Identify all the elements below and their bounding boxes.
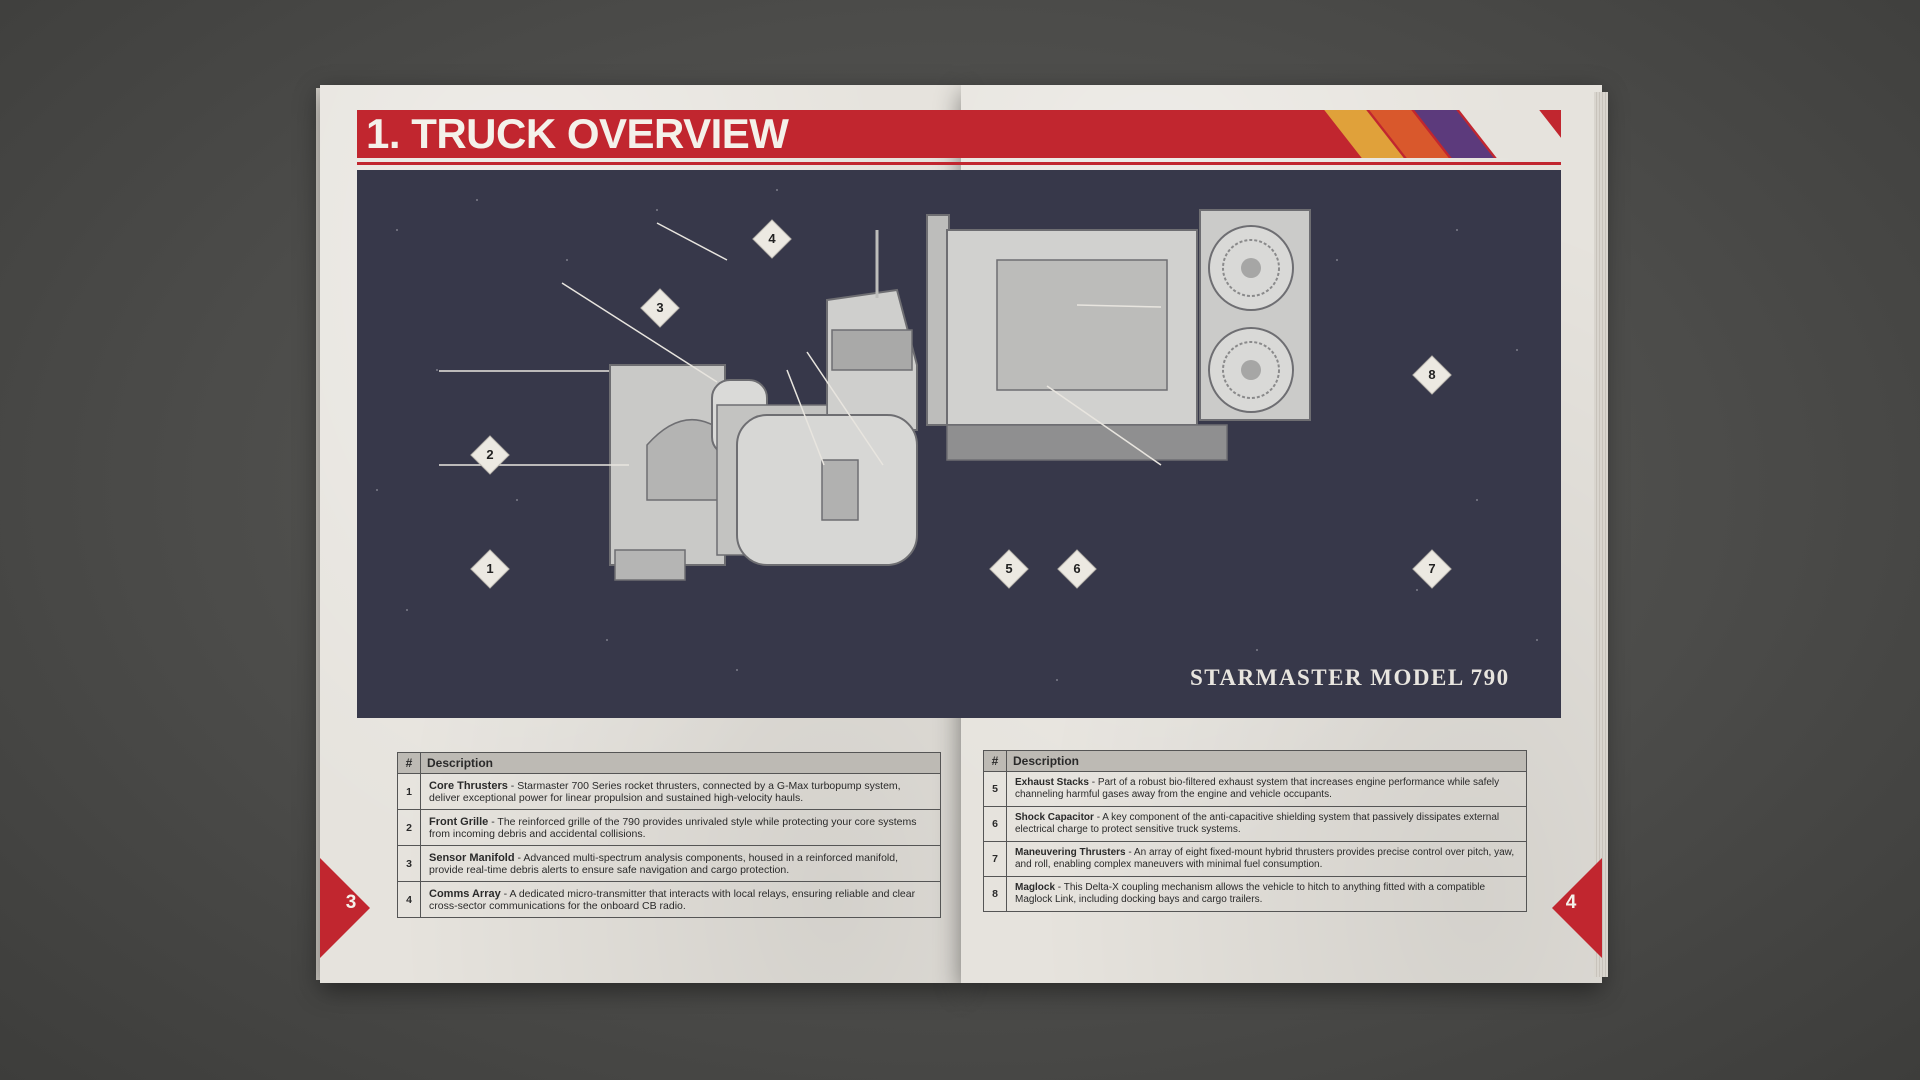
page-number-right: 4 (1565, 892, 1577, 913)
row-description: Sensor Manifold - Advanced multi-spectru… (420, 845, 941, 882)
callout-4: 4 (753, 220, 791, 258)
row-number: 5 (983, 771, 1007, 807)
table-header-number: # (983, 750, 1007, 772)
callout-3: 3 (641, 289, 679, 327)
diagram-panel (357, 170, 1561, 718)
table-row: 7 Maneuvering Thrusters - An array of ei… (983, 841, 1527, 877)
table-row: 5 Exhaust Stacks - Part of a robust bio-… (983, 771, 1527, 807)
component-text: - An array of eight fixed-mount hybrid t… (1015, 847, 1515, 870)
page-number-left: 3 (345, 892, 357, 913)
table-row: 8 Maglock - This Delta-X coupling mechan… (983, 876, 1527, 912)
row-number: 2 (397, 809, 421, 846)
table-row: 3 Sensor Manifold - Advanced multi-spect… (397, 845, 941, 882)
row-description: Exhaust Stacks - Part of a robust bio-fi… (1006, 771, 1527, 807)
component-text: - The reinforced grille of the 790 provi… (429, 815, 917, 840)
row-number: 1 (397, 773, 421, 810)
table-header-description: Description (420, 752, 941, 774)
page-title: 1. TRUCK OVERVIEW (366, 110, 789, 157)
component-text: - Part of a robust bio-filtered exhaust … (1015, 777, 1500, 800)
star-field (376, 189, 1538, 681)
row-number: 4 (397, 881, 421, 918)
component-text: - A dedicated micro-transmitter that int… (429, 887, 916, 912)
component-name: Comms Array (429, 887, 501, 900)
row-number: 3 (397, 845, 421, 882)
page-corner-left (320, 858, 370, 958)
callout-7: 7 (1413, 550, 1451, 588)
component-name: Maneuvering Thrusters (1015, 847, 1126, 858)
component-name: Shock Capacitor (1015, 812, 1094, 823)
component-name: Core Thrusters (429, 779, 508, 792)
row-description: Maneuvering Thrusters - An array of eigh… (1006, 841, 1527, 877)
callout-6: 6 (1058, 550, 1096, 588)
row-description: Comms Array - A dedicated micro-transmit… (420, 881, 941, 918)
table-header-description: Description (1006, 750, 1527, 772)
components-table-left: # Description 1 Core Thrusters - Starmas… (397, 752, 941, 918)
model-name: STARMASTER MODEL 790 (1190, 665, 1510, 690)
row-description: Front Grille - The reinforced grille of … (420, 809, 941, 846)
page-stack-edge (1594, 92, 1608, 977)
row-number: 6 (983, 806, 1007, 842)
row-description: Core Thrusters - Starmaster 700 Series r… (420, 773, 941, 810)
callout-2: 2 (471, 436, 509, 474)
component-text: - Advanced multi-spectrum analysis compo… (429, 851, 899, 876)
component-text: - Starmaster 700 Series rocket thrusters… (429, 779, 901, 804)
table-row: 2 Front Grille - The reinforced grille o… (397, 809, 941, 846)
component-name: Exhaust Stacks (1015, 777, 1089, 788)
title-rule (357, 162, 1561, 165)
row-number: 8 (983, 876, 1007, 912)
truck-illustration (376, 189, 1538, 681)
callout-8: 8 (1413, 356, 1451, 394)
table-header-number: # (397, 752, 421, 774)
table-row: 1 Core Thrusters - Starmaster 700 Series… (397, 773, 941, 810)
component-text: - This Delta-X coupling mechanism allows… (1015, 882, 1486, 905)
components-table-right: # Description 5 Exhaust Stacks - Part of… (983, 750, 1527, 912)
leader-lines (439, 222, 1162, 466)
component-name: Front Grille (429, 815, 489, 828)
row-description: Maglock - This Delta-X coupling mechanis… (1006, 876, 1527, 912)
title-banner (357, 110, 962, 158)
row-description: Shock Capacitor - A key component of the… (1006, 806, 1527, 842)
table-row: 6 Shock Capacitor - A key component of t… (983, 806, 1527, 842)
page-edge-left (316, 88, 322, 980)
row-number: 7 (983, 841, 1007, 877)
component-name: Maglock (1015, 882, 1056, 893)
callout-5: 5 (990, 550, 1028, 588)
callout-1: 1 (471, 550, 509, 588)
page-corner-right (1552, 858, 1602, 958)
component-name: Sensor Manifold (429, 851, 515, 864)
table-row: 4 Comms Array - A dedicated micro-transm… (397, 881, 941, 918)
component-text: - A key component of the anti-capacitive… (1015, 812, 1500, 835)
